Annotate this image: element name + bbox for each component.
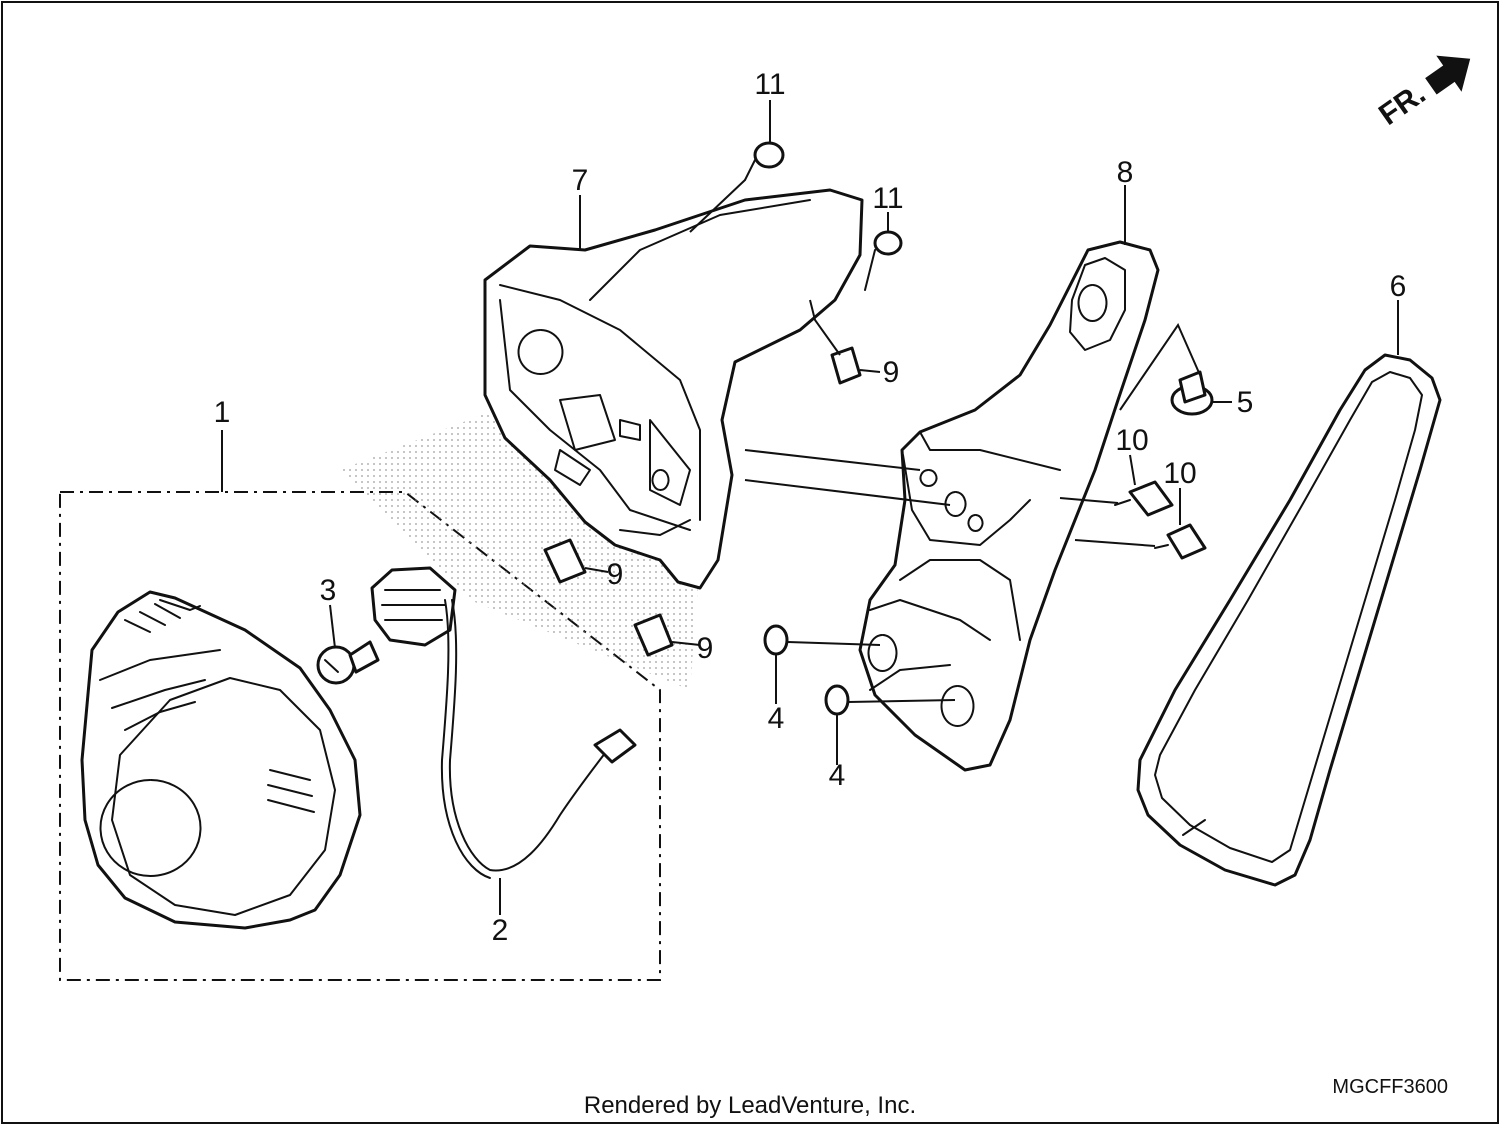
part-6-rim xyxy=(1136,353,1442,887)
callout-7: 7 xyxy=(572,164,589,197)
part-3-bulb xyxy=(316,640,380,685)
callout-9-a: 9 xyxy=(883,356,900,389)
diagram-code: MGCFF3600 xyxy=(1332,1076,1448,1098)
part-11-screw-upper xyxy=(744,141,785,181)
part-9-clip-nut-c xyxy=(633,613,674,657)
part-4-collar-a xyxy=(763,624,789,656)
part-4-collar-b xyxy=(824,684,850,716)
callout-9-c: 9 xyxy=(697,632,714,665)
front-direction-arrow-icon: FR. xyxy=(1373,55,1471,132)
callout-4-a: 4 xyxy=(768,702,785,735)
callout-6: 6 xyxy=(1390,270,1407,303)
callout-10-b: 10 xyxy=(1163,457,1196,490)
callout-9-b: 9 xyxy=(607,558,624,591)
callout-10-a: 10 xyxy=(1115,424,1148,457)
assembly-group-box xyxy=(59,491,661,981)
part-5-grommet xyxy=(1170,370,1214,416)
callout-3: 3 xyxy=(320,574,337,607)
footer-credit: Rendered by LeadVenture, Inc. xyxy=(584,1092,916,1119)
part-9-clip-nut-a xyxy=(830,346,862,385)
direction-label: FR. xyxy=(1373,77,1432,132)
part-2-socket-harness xyxy=(370,566,637,879)
callout-11-a: 11 xyxy=(754,68,785,101)
callout-1: 1 xyxy=(214,396,231,429)
callout-5: 5 xyxy=(1237,386,1254,419)
callout-4-b: 4 xyxy=(829,759,846,792)
part-8-bracket xyxy=(858,240,1160,772)
part-10-bolt-a xyxy=(1114,480,1174,517)
callout-11-b: 11 xyxy=(872,182,903,215)
callout-2: 2 xyxy=(492,914,509,947)
part-7-upper-cowl xyxy=(340,188,864,690)
part-11-screw-lower xyxy=(864,230,903,291)
part-1-headlight xyxy=(80,590,362,930)
part-9-clip-nut-b xyxy=(543,538,587,584)
part-10-bolt-b xyxy=(1154,523,1207,560)
callout-8: 8 xyxy=(1117,156,1134,189)
leader-lines xyxy=(221,100,1399,915)
